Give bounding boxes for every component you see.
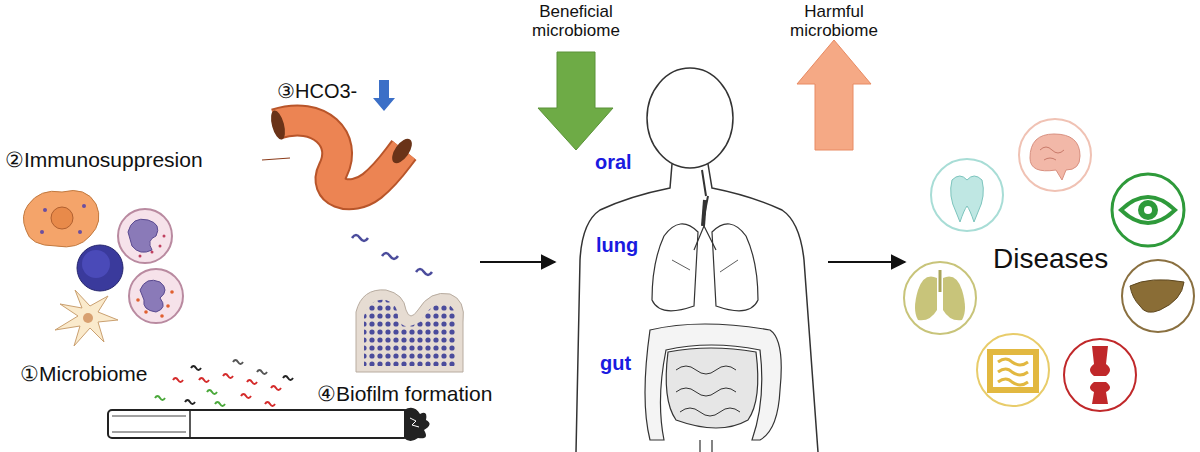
factor-label: ④Biofilm formation: [317, 382, 492, 405]
disease-icons: [904, 119, 1194, 411]
microbe: [155, 396, 165, 400]
microbe: [199, 378, 209, 382]
microbe: [207, 390, 217, 394]
microbe: [271, 386, 281, 390]
microbe: [215, 402, 225, 406]
human-body: [576, 68, 818, 452]
microbe: [241, 394, 251, 398]
microbe: [185, 400, 195, 404]
microbe: [247, 380, 257, 384]
decrease-arrow: [373, 80, 395, 111]
lungs: [652, 224, 758, 311]
factor-label: ②Immunosuppresion: [5, 148, 203, 171]
site-label: lung: [596, 234, 638, 256]
microbe: [191, 366, 201, 370]
immune-cells: [23, 191, 183, 347]
microbe: [257, 370, 267, 374]
site-label: oral: [595, 151, 632, 173]
flow-arrow: [828, 261, 905, 263]
intestines: [645, 324, 781, 452]
microbe: [283, 376, 293, 380]
microbe: [223, 374, 233, 378]
outcome-label: Diseases: [993, 244, 1108, 275]
duodenum: [262, 109, 416, 194]
arrow-label: Harmful microbiome: [780, 3, 888, 40]
microbes: [155, 360, 293, 406]
cigarette: [108, 408, 430, 441]
harmful-arrow: [797, 40, 871, 150]
microbe: [173, 378, 183, 382]
microbe: [233, 360, 243, 364]
beneficial-arrow: [538, 52, 613, 150]
factor-label: ③HCO3-: [277, 80, 357, 102]
factor-label: ①Microbiome: [20, 362, 148, 385]
arrow-label: Beneficial microbiome: [522, 3, 630, 40]
site-label: gut: [600, 352, 631, 374]
biofilm: [352, 235, 463, 372]
microbe: [265, 402, 275, 406]
flow-arrow: [480, 261, 555, 263]
